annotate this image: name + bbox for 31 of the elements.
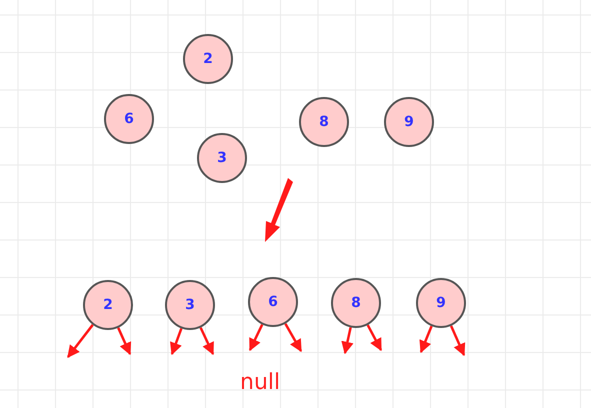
number-circle [384, 97, 434, 147]
node-number: 3 [185, 297, 195, 313]
node-number: 8 [351, 295, 361, 311]
arrow [117, 327, 132, 356]
arrow [200, 327, 214, 356]
number-circle [331, 278, 381, 328]
arrow [419, 326, 433, 354]
node-number: 2 [103, 297, 113, 313]
node-number: 6 [268, 294, 278, 310]
null-label: null [240, 370, 280, 395]
arrow [284, 323, 302, 352]
number-circle [248, 277, 298, 327]
number-circle [197, 133, 247, 183]
node-number: 3 [217, 150, 227, 166]
number-circle [183, 34, 233, 84]
number-circle [165, 280, 215, 330]
node-number: 9 [404, 114, 414, 130]
number-circle [104, 94, 154, 144]
number-circle [416, 278, 466, 328]
arrow [341, 327, 354, 354]
number-circle [299, 97, 349, 147]
node-number: 8 [319, 114, 329, 130]
arrow [450, 325, 466, 356]
node-number: 9 [436, 295, 446, 311]
arrow [248, 324, 264, 352]
arrow [67, 324, 94, 358]
node-number: 2 [203, 51, 213, 67]
arrow [366, 324, 382, 352]
number-circle [83, 280, 133, 330]
node-number: 6 [124, 111, 134, 127]
arrow [170, 328, 183, 356]
